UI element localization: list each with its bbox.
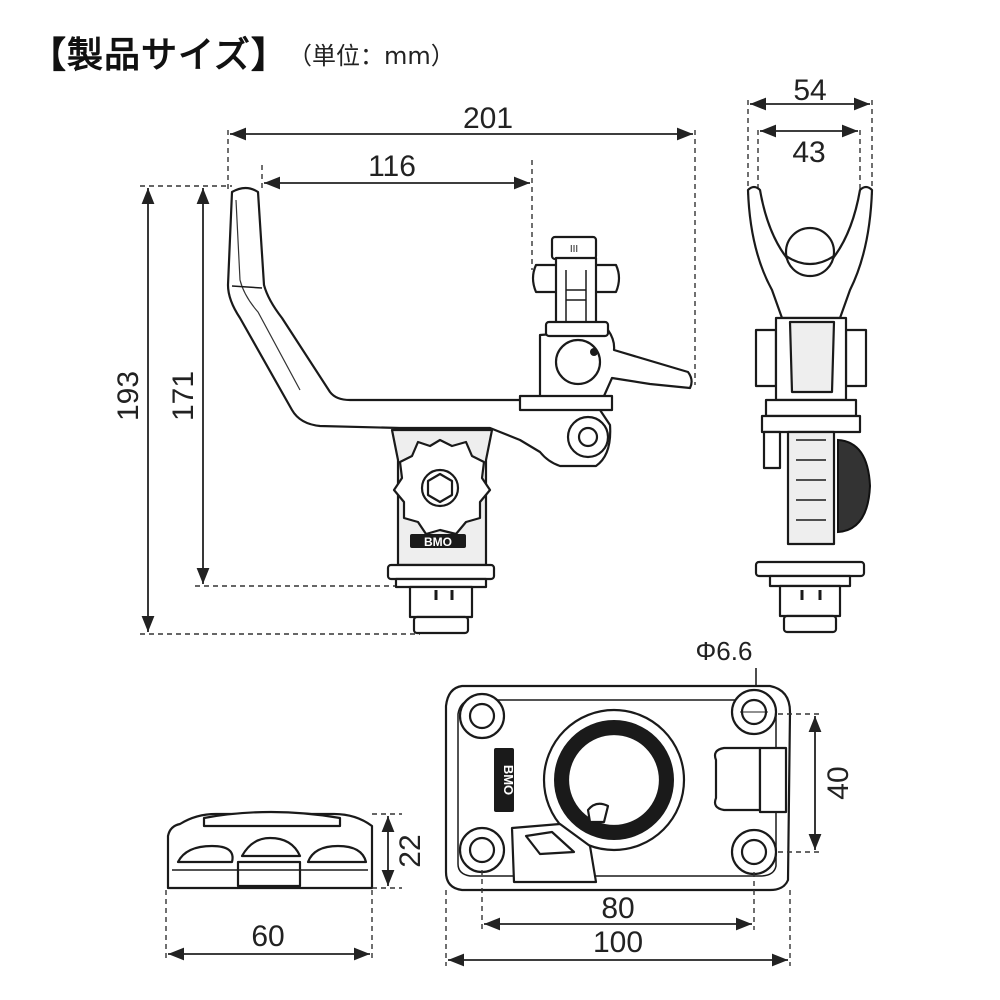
- base-side-view: 22 60: [165, 810, 427, 961]
- page-title: 【製品サイズ】: [30, 35, 288, 76]
- front-view: 54 43: [746, 74, 874, 634]
- side-view: 201 116 193 171 III: [112, 102, 696, 635]
- dim-193: 193: [112, 371, 145, 421]
- dim-43: 43: [792, 136, 825, 169]
- star-knob-side: [837, 438, 872, 534]
- dim-22: 22: [394, 834, 427, 867]
- dim-60: 60: [251, 920, 284, 953]
- svg-text:III: III: [570, 244, 578, 255]
- base-top-view: Φ6.6 BMO: [444, 636, 855, 967]
- dim-171: 171: [167, 371, 200, 421]
- dim-40: 40: [822, 766, 855, 799]
- unit-label: （単位：mm）: [288, 42, 455, 70]
- y-cradle: [746, 185, 874, 320]
- dim-116: 116: [368, 150, 416, 183]
- holder-arm: [226, 186, 612, 468]
- brand-logo-base: BMO: [501, 765, 516, 795]
- brand-logo-side: BMO: [424, 535, 452, 549]
- dim-201: 201: [463, 102, 513, 135]
- dim-hole-diameter: Φ6.6: [696, 636, 753, 666]
- dim-54: 54: [793, 74, 826, 107]
- side-base: [386, 563, 496, 581]
- dim-80: 80: [601, 892, 634, 925]
- dim-100: 100: [593, 926, 643, 959]
